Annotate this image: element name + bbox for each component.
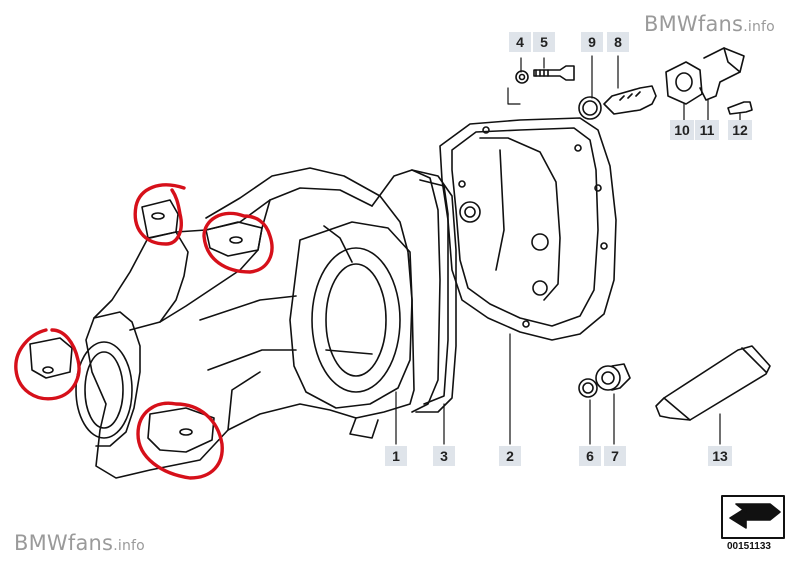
sensor-8-drawing xyxy=(603,85,657,115)
highlight-circle-top-center xyxy=(202,211,274,274)
highlight-markers xyxy=(14,183,274,480)
seal-6-drawing xyxy=(578,378,598,398)
return-arrow-icon[interactable] xyxy=(721,495,785,539)
plug-7-drawing xyxy=(595,363,631,391)
screw-12-drawing xyxy=(727,101,753,115)
leader-lines xyxy=(395,55,741,445)
callout-5[interactable]: 5 xyxy=(533,32,555,52)
callout-10[interactable]: 10 xyxy=(670,120,694,140)
diagram-code: 00151133 xyxy=(727,541,771,552)
gasket-drawing xyxy=(411,169,457,413)
callout-8[interactable]: 8 xyxy=(607,32,629,52)
highlight-circle-top-left xyxy=(133,183,186,246)
callout-3[interactable]: 3 xyxy=(433,446,455,466)
callout-9[interactable]: 9 xyxy=(581,32,603,52)
bolt-5-drawing xyxy=(533,65,575,81)
differential-housing-drawing xyxy=(29,167,441,479)
brand-watermark-bottom: BMWfans.info xyxy=(14,531,145,555)
callout-11[interactable]: 11 xyxy=(695,120,719,140)
housing-cover-drawing xyxy=(439,117,617,341)
bracket-11-drawing xyxy=(699,47,745,101)
sealant-tube-13-drawing xyxy=(655,345,771,421)
gasket-10-drawing xyxy=(665,61,703,105)
callout-1[interactable]: 1 xyxy=(385,446,407,466)
callout-6[interactable]: 6 xyxy=(579,446,601,466)
brand-watermark-top: BMWfans.info xyxy=(644,12,775,36)
callout-12[interactable]: 12 xyxy=(728,120,752,140)
washer-4-drawing xyxy=(515,70,529,84)
callout-13[interactable]: 13 xyxy=(708,446,732,466)
callout-7[interactable]: 7 xyxy=(604,446,626,466)
highlight-circle-left xyxy=(14,328,81,401)
o-ring-9-drawing xyxy=(578,96,602,120)
callout-4[interactable]: 4 xyxy=(509,32,531,52)
callout-2[interactable]: 2 xyxy=(499,446,521,466)
highlight-circle-bottom xyxy=(136,401,224,480)
